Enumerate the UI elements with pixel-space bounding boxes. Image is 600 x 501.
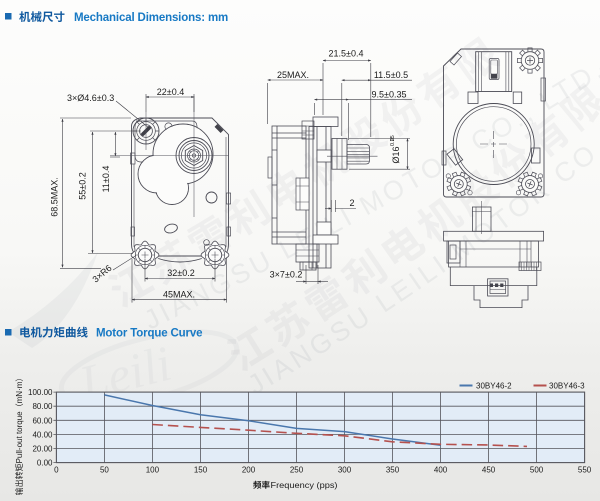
svg-text:40.00: 40.00 xyxy=(32,430,53,439)
svg-text:25MAX.: 25MAX. xyxy=(277,70,309,80)
svg-text:Ø16: Ø16 xyxy=(391,146,401,163)
svg-text:0.25: 0.25 xyxy=(390,135,396,146)
svg-text:30BY46-2: 30BY46-2 xyxy=(476,382,512,391)
svg-text:32±0.2: 32±0.2 xyxy=(167,268,194,278)
svg-text:50: 50 xyxy=(100,466,109,475)
svg-text:68.5MAX.: 68.5MAX. xyxy=(50,177,60,217)
svg-text:100: 100 xyxy=(146,466,160,475)
svg-text:200: 200 xyxy=(242,466,256,475)
svg-text:Frequency (pps): Frequency (pps) xyxy=(271,481,338,490)
svg-text:550: 550 xyxy=(578,466,592,475)
svg-text:300: 300 xyxy=(338,466,352,475)
svg-text:0.00: 0.00 xyxy=(37,459,53,468)
svg-text:20.00: 20.00 xyxy=(32,445,53,454)
svg-text:30BY46-3: 30BY46-3 xyxy=(549,382,585,391)
svg-text:3×Ø4.6±0.3: 3×Ø4.6±0.3 xyxy=(67,93,114,103)
svg-text:Motor Torque Curve: Motor Torque Curve xyxy=(96,328,202,340)
svg-text:0: 0 xyxy=(390,138,396,141)
svg-text:350: 350 xyxy=(386,466,400,475)
svg-text:0: 0 xyxy=(54,466,59,475)
svg-text:60.00: 60.00 xyxy=(32,416,53,425)
svg-text:450: 450 xyxy=(482,466,496,475)
svg-text:3×7±0.2: 3×7±0.2 xyxy=(270,270,303,280)
svg-text:45MAX.: 45MAX. xyxy=(163,290,195,300)
svg-text:输出转矩Pull-out torque（mN·m）: 输出转矩Pull-out torque（mN·m） xyxy=(14,374,24,496)
svg-text:100.00: 100.00 xyxy=(28,388,53,397)
svg-text:150: 150 xyxy=(194,466,208,475)
svg-text:11.5±0.5: 11.5±0.5 xyxy=(374,70,408,80)
svg-text:55±0.2: 55±0.2 xyxy=(78,172,88,199)
svg-text:400: 400 xyxy=(434,466,448,475)
svg-text:21.5±0.4: 21.5±0.4 xyxy=(329,49,364,59)
svg-text:Mechanical Dimensions: mm: Mechanical Dimensions: mm xyxy=(74,12,228,24)
svg-text:250: 250 xyxy=(290,466,304,475)
svg-text:9.5±0.35: 9.5±0.35 xyxy=(372,90,407,100)
svg-text:80.00: 80.00 xyxy=(32,402,53,411)
svg-text:2: 2 xyxy=(349,198,354,208)
svg-text:11±0.4: 11±0.4 xyxy=(101,166,111,193)
svg-text:22±0.4: 22±0.4 xyxy=(157,87,184,97)
svg-text:500: 500 xyxy=(530,466,544,475)
